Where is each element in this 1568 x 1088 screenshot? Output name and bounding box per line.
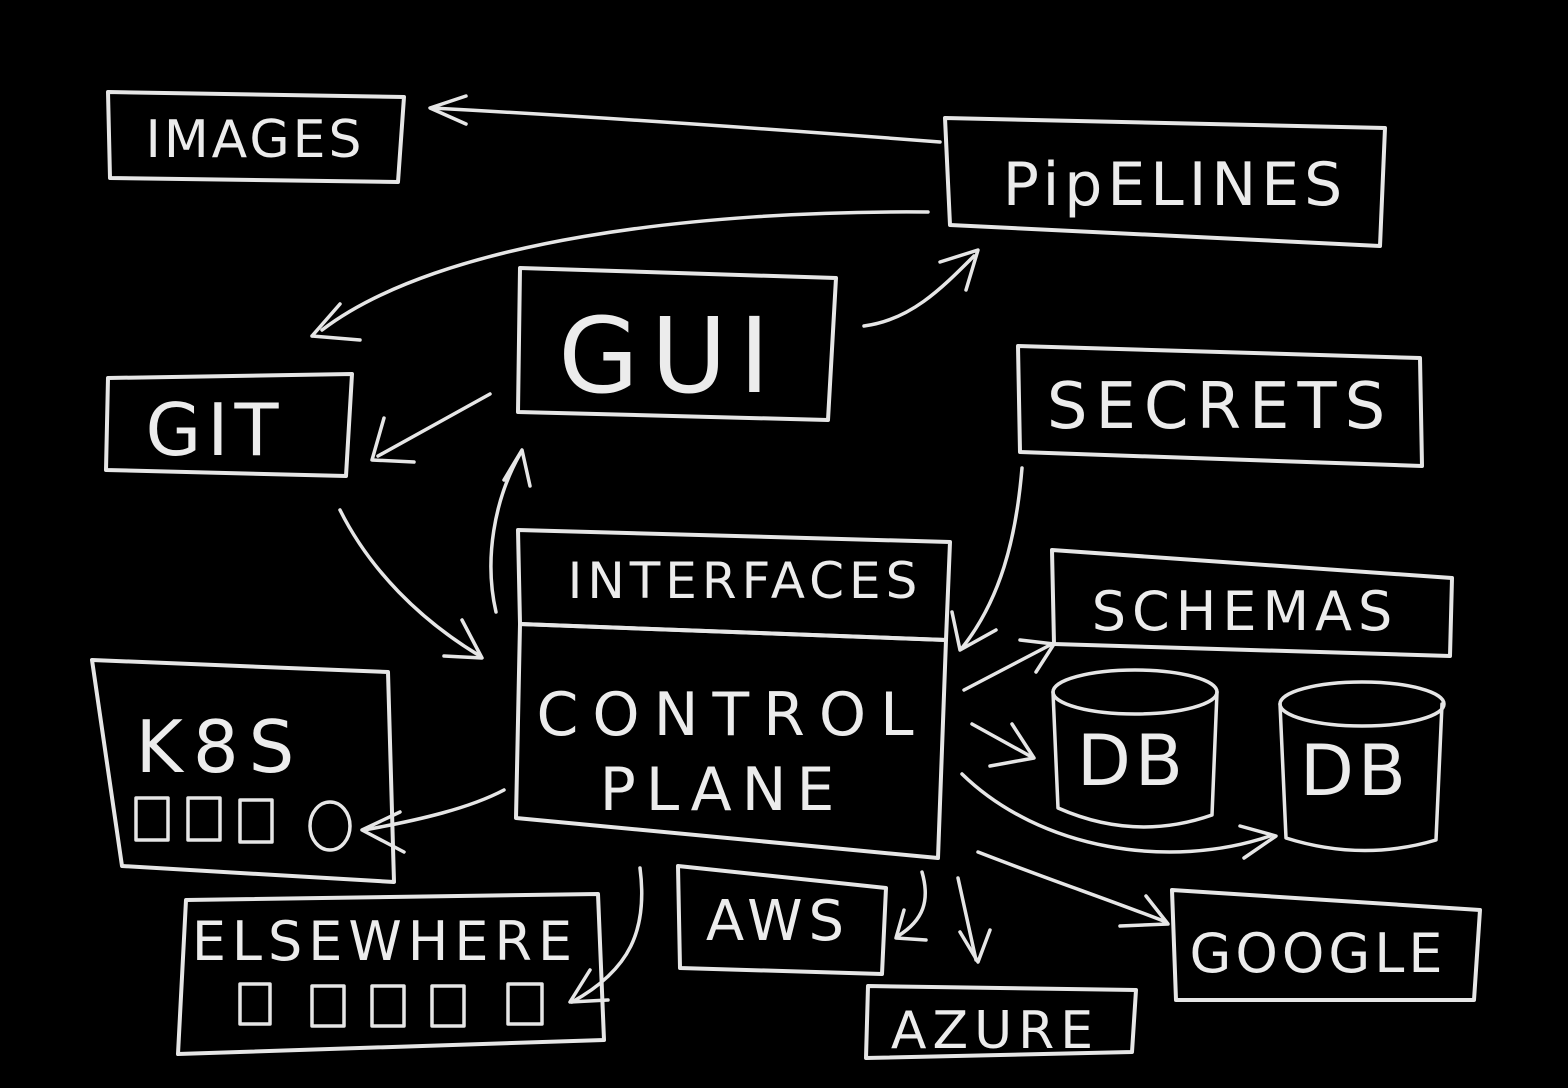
node-azure-label: AZURE: [891, 1001, 1099, 1061]
node-k8s: K8S: [90, 658, 396, 884]
arrow-gui-to-git: [376, 392, 492, 458]
node-interfaces-label: INTERFACES: [568, 552, 923, 610]
arrow-gui-to-pipelines: [862, 254, 976, 328]
node-secrets-label: SECRETS: [1047, 370, 1393, 444]
node-aws-label: AWS: [706, 889, 850, 954]
arrows: [310, 94, 1278, 1004]
node-db-1-label: DB: [1077, 720, 1187, 802]
container-icon: [238, 798, 274, 844]
container-icon: [370, 984, 406, 1028]
db-cylinder-top: [1051, 668, 1219, 716]
node-control-plane: CONTROL PLANE: [514, 622, 948, 860]
node-gui-label: GUI: [558, 295, 781, 417]
container-icon: [430, 984, 466, 1028]
container-icon: [238, 982, 272, 1026]
node-git: GIT: [104, 372, 354, 478]
node-interfaces: INTERFACES: [516, 528, 952, 642]
arrow-pipelines-to-git: [320, 210, 930, 332]
node-images-label: IMAGES: [145, 110, 364, 170]
node-control-plane-line2: PLANE: [600, 755, 845, 825]
arrow-pipelines-to-images: [430, 106, 942, 144]
node-google-label: GOOGLE: [1190, 922, 1447, 985]
node-elsewhere-label: ELSEWHERE: [192, 910, 578, 973]
container-icon: [310, 984, 346, 1028]
arrow-control-plane-to-aws: [896, 870, 927, 938]
container-icon: [506, 982, 544, 1026]
node-aws: AWS: [676, 864, 888, 976]
container-icon: [186, 796, 222, 842]
node-git-label: GIT: [145, 388, 284, 472]
db-cylinder-top: [1278, 680, 1446, 728]
arrow-control-plane-to-azure: [956, 876, 978, 962]
node-k8s-label: K8S: [136, 705, 305, 789]
node-pipelines-label: PipELINES: [1003, 150, 1348, 220]
node-gui: GUI: [516, 266, 838, 422]
arrow-secrets-to-interfaces: [960, 466, 1024, 650]
node-schemas-label: SCHEMAS: [1092, 580, 1399, 643]
node-azure: AZURE: [864, 984, 1138, 1061]
node-schemas: SCHEMAS: [1050, 548, 1454, 658]
node-db-2: DB: [1278, 680, 1446, 853]
k8s-container-icons: [134, 796, 352, 852]
arrow-git-to-control-plane: [338, 508, 482, 658]
node-pipelines: PipELINES: [943, 116, 1387, 248]
arrow-control-plane-to-k8s: [362, 788, 506, 832]
container-icon: [308, 800, 352, 852]
node-secrets: SECRETS: [1016, 344, 1424, 468]
arrow-control-plane-to-db1: [970, 722, 1032, 758]
elsewhere-container-icons: [238, 982, 544, 1028]
arrow-control-plane-to-google: [976, 850, 1168, 924]
node-control-plane-line1: CONTROL: [537, 680, 928, 750]
arrow-control-plane-to-schemas: [962, 642, 1054, 692]
node-db-1: DB: [1051, 668, 1219, 829]
node-db-2-label: DB: [1300, 730, 1410, 812]
node-elsewhere: ELSEWHERE: [176, 892, 606, 1056]
node-images: IMAGES: [106, 90, 406, 184]
arrow-control-plane-to-elsewhere: [570, 866, 644, 1004]
node-google: GOOGLE: [1170, 888, 1482, 1002]
arrow-control-plane-to-db2: [960, 772, 1272, 854]
container-icon: [134, 796, 170, 842]
